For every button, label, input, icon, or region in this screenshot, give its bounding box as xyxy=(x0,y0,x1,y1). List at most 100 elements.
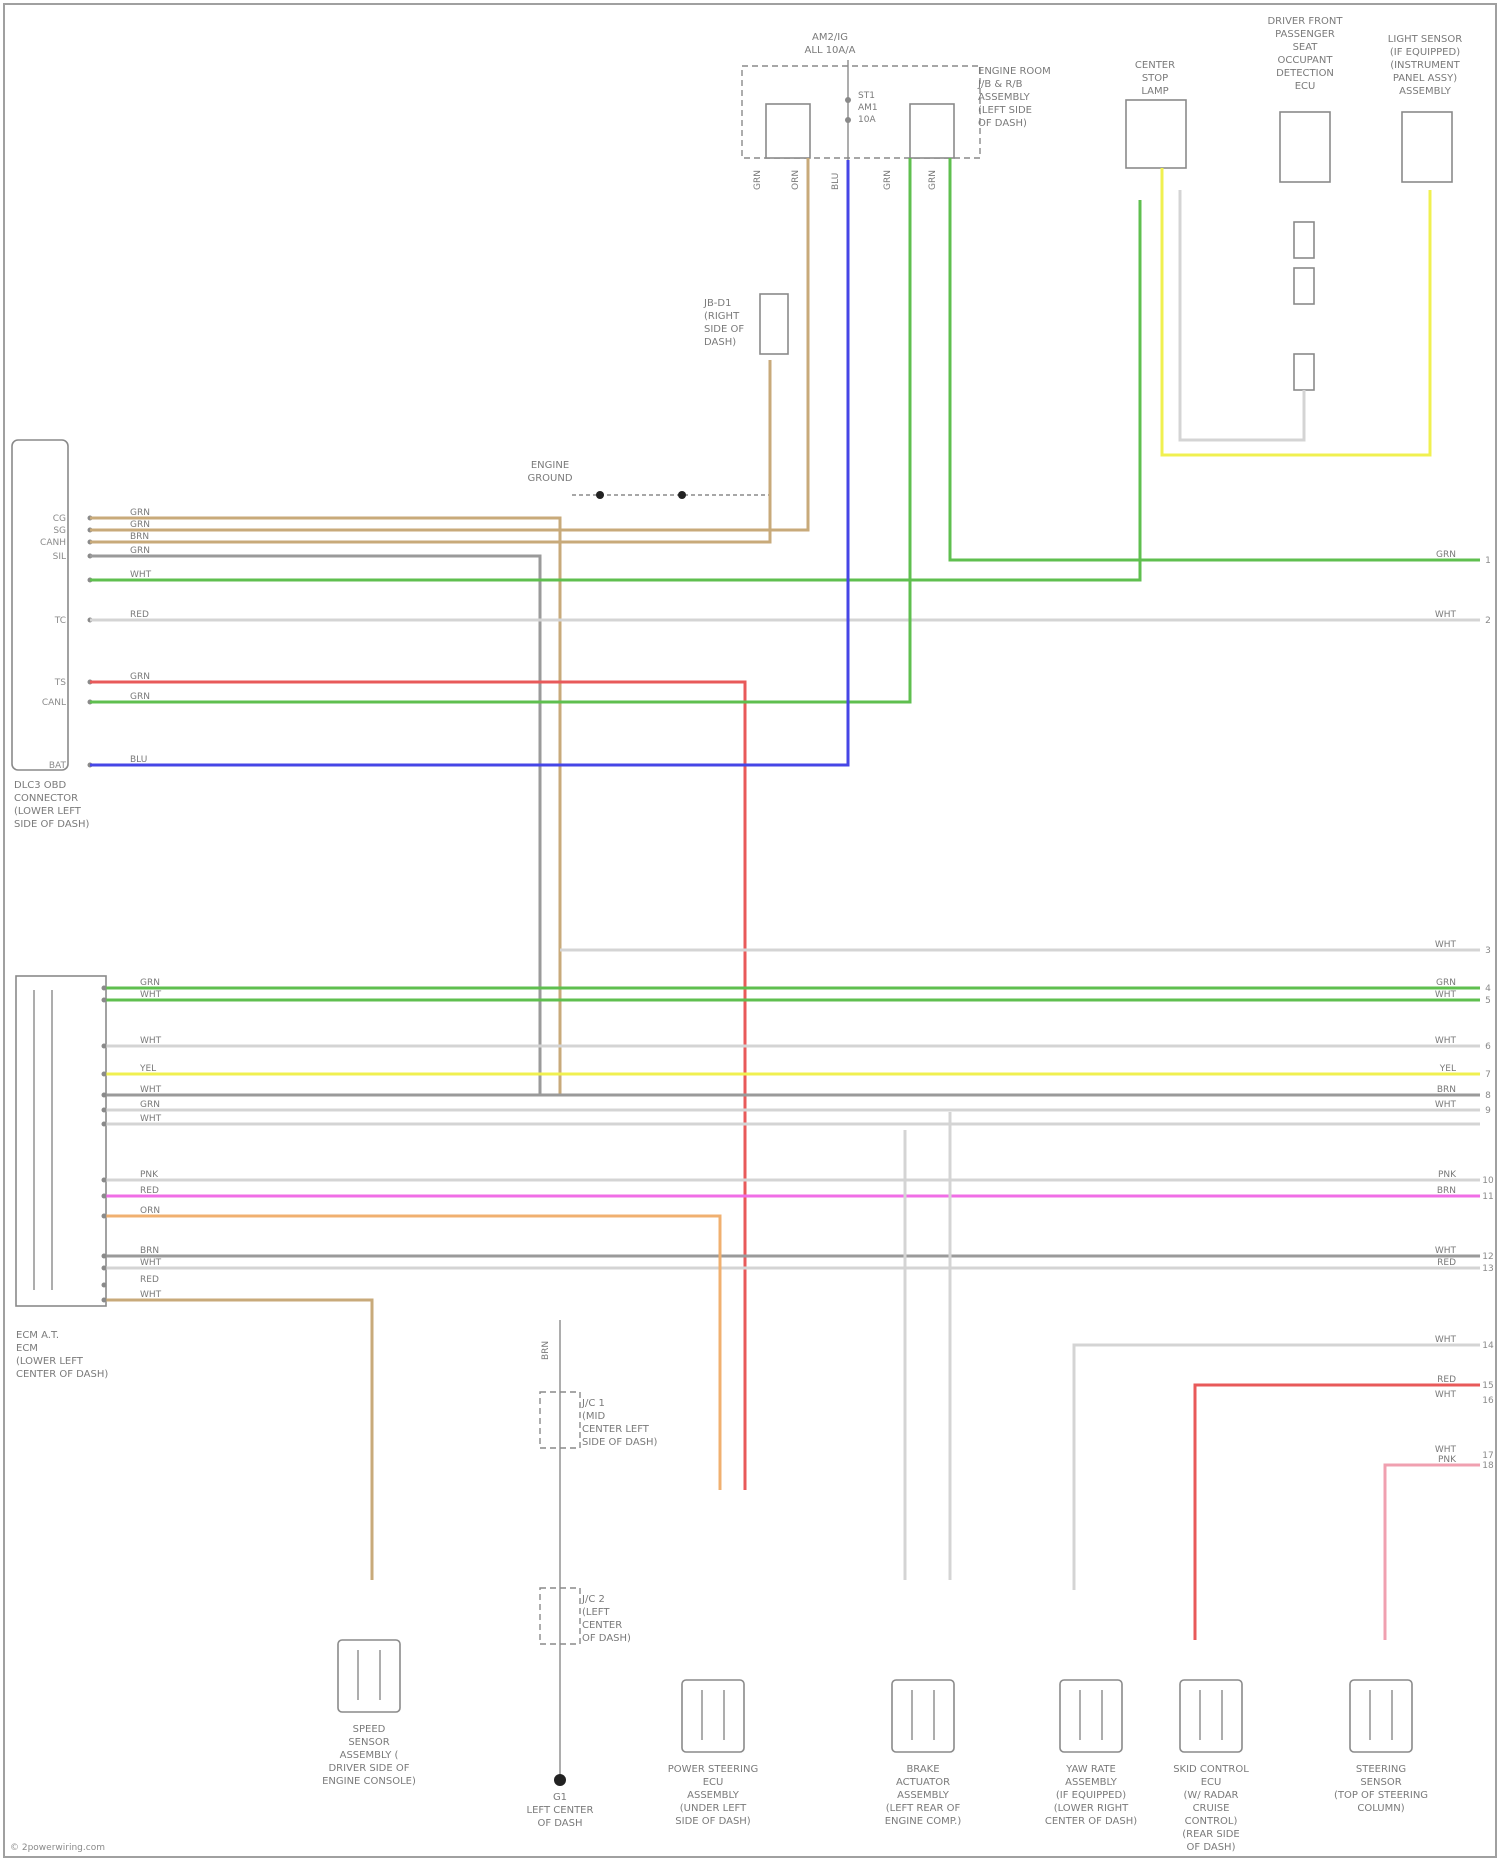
ecu-pin-node-2 xyxy=(102,998,107,1003)
right-wire-code-7: YEL xyxy=(1439,1064,1456,1074)
stop-lamp-label-3: LAMP xyxy=(1141,86,1168,97)
ecu-pin-node-8 xyxy=(102,1178,107,1183)
right-wire-code-2: WHT xyxy=(1435,610,1457,620)
right-pin-16: 16 xyxy=(1482,1396,1494,1406)
jb-connector: JB-D1 (RIGHT SIDE OF DASH) xyxy=(703,294,788,354)
wire-tan-dlc-down xyxy=(90,518,560,1095)
wire-yellow-sensor-loop xyxy=(1162,168,1430,455)
right-pin-6: 6 xyxy=(1485,1042,1491,1052)
speed-sensor-box xyxy=(338,1640,400,1712)
ecu-pin-node-11 xyxy=(102,1254,107,1259)
yaw-rate-sensor-label-2: ASSEMBLY xyxy=(1065,1777,1118,1788)
fuse-pin-code-3: BLU xyxy=(831,173,841,190)
driver-switch-resistor-2 xyxy=(1294,268,1314,304)
jb-label-3: SIDE OF xyxy=(704,324,744,335)
speed-sensor-label-5: ENGINE CONSOLE) xyxy=(322,1776,416,1787)
speed-sensor-label-1: SPEED xyxy=(353,1724,386,1735)
engine-ground-label-1: ENGINE xyxy=(531,460,569,471)
dlc-wire-code-5: WHT xyxy=(130,570,152,580)
right-pin-11: 11 xyxy=(1482,1192,1493,1202)
fuse-label-line2: ALL 10A/A xyxy=(805,45,856,56)
yaw-rate-sensor-label-5: CENTER OF DASH) xyxy=(1045,1816,1137,1827)
skid-control-ecu-label-3: (W/ RADAR xyxy=(1183,1790,1238,1801)
dlc-wire-code-7: GRN xyxy=(130,672,150,682)
jb-label-4: DASH) xyxy=(704,337,736,348)
lower-wire-code-13: RED xyxy=(140,1275,159,1285)
dlc-label-3: (LOWER LEFT xyxy=(14,806,82,817)
relay-block: AM2/IG ALL 10A/A ST1 AM1 10A ENGINE ROOM… xyxy=(742,32,1051,160)
right-pin-10: 10 xyxy=(1482,1176,1494,1186)
ecu-pin-node-12 xyxy=(102,1266,107,1271)
right-wire-code-15: RED xyxy=(1437,1375,1456,1385)
jc1-label-1: J/C 1 xyxy=(581,1398,605,1409)
jc1-label-3: CENTER LEFT xyxy=(582,1424,650,1435)
dlc-pin-label-7: TS xyxy=(54,678,66,688)
fuse-pin-code-2: ORN xyxy=(791,170,801,190)
ground-bottom-label-1: G1 xyxy=(553,1792,567,1803)
ecu-pin-node-4 xyxy=(102,1072,107,1077)
dlc-label-4: SIDE OF DASH) xyxy=(14,819,90,830)
dlc-pin-label-8: CANL xyxy=(42,698,66,708)
fuse-pin-code-5: GRN xyxy=(928,170,938,190)
yaw-rate-sensor-box xyxy=(1060,1680,1122,1752)
engine-ground-node-1 xyxy=(596,491,604,499)
right-wire-code-5: WHT xyxy=(1435,990,1457,1000)
right-pin-7: 7 xyxy=(1485,1070,1491,1080)
light-sensor-label-1: LIGHT SENSOR xyxy=(1388,34,1462,45)
steering-sensor-box xyxy=(1350,1680,1412,1752)
brake-actuator-label-3: ASSEMBLY xyxy=(897,1790,950,1801)
ecu-pin-node-5 xyxy=(102,1093,107,1098)
jc1-label-2: (MID xyxy=(582,1411,605,1422)
relay-block-label-1: ENGINE ROOM xyxy=(978,66,1051,77)
right-wire-code-18: PNK xyxy=(1438,1455,1457,1465)
ground-wire-code: BRN xyxy=(541,1341,551,1360)
fuse-label-line1: AM2/IG xyxy=(812,32,848,43)
fuse-inner-3: 10A xyxy=(858,115,876,125)
dlc-wire-code-1: GRN xyxy=(130,508,150,518)
right-edge-labels: GRN1WHT2WHT3GRN4WHT5WHT6YEL7BRN8WHT9PNK1… xyxy=(1435,550,1494,1471)
lower-wire-code-7: WHT xyxy=(140,1114,162,1124)
lower-wire-code-12: WHT xyxy=(140,1258,162,1268)
driver-switch-resistor-1 xyxy=(1294,222,1314,258)
wire-gray-dlc xyxy=(90,556,540,1095)
ecu-pin-node-3 xyxy=(102,1044,107,1049)
driver-switch-label-2: PASSENGER xyxy=(1275,29,1335,40)
right-pin-3: 3 xyxy=(1485,946,1491,956)
dlc-wire-code-2: GRN xyxy=(130,520,150,530)
brake-actuator-label-1: BRAKE xyxy=(906,1764,939,1775)
lower-wire-code-5: WHT xyxy=(140,1085,162,1095)
jb-label-2: (RIGHT xyxy=(704,311,740,322)
lower-wire-code-3: WHT xyxy=(140,1036,162,1046)
ecu-pin-node-6 xyxy=(102,1108,107,1113)
relay-block-label-4: (LEFT SIDE xyxy=(978,105,1032,116)
jc1-component: J/C 1 (MID CENTER LEFT SIDE OF DASH) xyxy=(540,1392,658,1448)
wire-right-red-ret xyxy=(1195,1385,1480,1640)
steering-sensor-label-2: SENSOR xyxy=(1360,1777,1401,1788)
dlc-pin-label-3: CANH xyxy=(40,538,66,548)
right-pin-4: 4 xyxy=(1485,984,1491,994)
steering-sensor-label-3: (TOP OF STEERING xyxy=(1334,1790,1428,1801)
brake-actuator-label-4: (LEFT REAR OF xyxy=(886,1803,961,1814)
yaw-rate-sensor-label-3: (IF EQUIPPED) xyxy=(1056,1790,1126,1801)
fuse-node-2 xyxy=(845,117,851,123)
skid-control-ecu-label-1: SKID CONTROL xyxy=(1173,1764,1249,1775)
engine-ground-node-2 xyxy=(678,491,686,499)
skid-control-ecu-label-2: ECU xyxy=(1201,1777,1222,1788)
ecu-pin-node-1 xyxy=(102,986,107,991)
dlc-pin-label-1: CG xyxy=(53,514,66,524)
speed-sensor-label-2: SENSOR xyxy=(348,1737,389,1748)
dlc-pin-label-9: BAT xyxy=(49,761,67,771)
wire-white-sensor-loop xyxy=(1180,190,1304,440)
ecu-pin-node-9 xyxy=(102,1194,107,1199)
driver-switch-label-5: DETECTION xyxy=(1276,68,1334,79)
ground-bottom: G1 LEFT CENTER OF DASH xyxy=(527,1320,594,1829)
ecu-connector: ECM A.T. ECM (LOWER LEFT CENTER OF DASH) xyxy=(16,976,108,1380)
right-pin-15: 15 xyxy=(1482,1381,1493,1391)
ecu-label-4: CENTER OF DASH) xyxy=(16,1369,108,1380)
right-pin-17: 17 xyxy=(1482,1451,1493,1461)
dlc-connector: CGSGCANHSILTCTSCANLBAT DLC3 OBD CONNECTO… xyxy=(12,440,93,830)
lower-wire-code-8: PNK xyxy=(140,1170,159,1180)
stop-lamp-label-1: CENTER xyxy=(1135,60,1175,71)
jc2-label-1: J/C 2 xyxy=(581,1594,605,1605)
